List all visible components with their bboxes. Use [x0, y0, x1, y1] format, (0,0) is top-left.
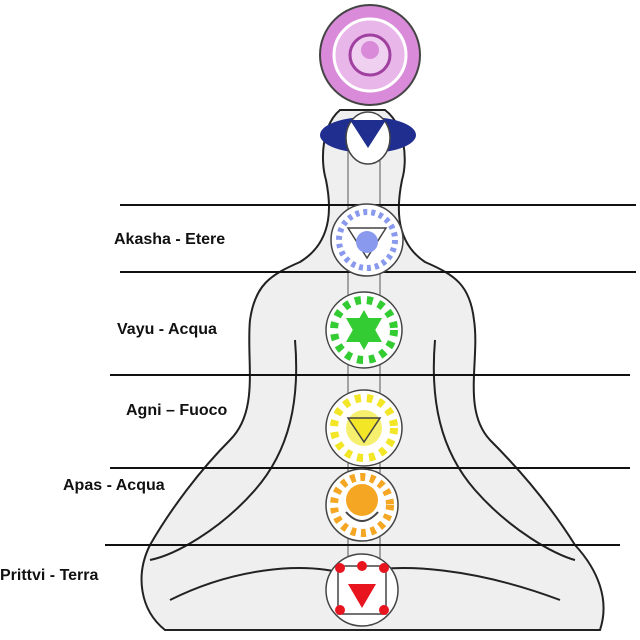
meditating-figure-outline [140, 109, 605, 631]
akasha-label: Akasha - Etere [114, 231, 226, 248]
right-arm-outline [432, 339, 576, 561]
vayu-label: Vayu - Acqua [117, 321, 217, 338]
crown-chakra [319, 4, 421, 106]
prittvi-label: Prittvi - Terra [0, 567, 99, 584]
throat-chakra [330, 203, 404, 277]
root-chakra [325, 553, 399, 627]
third-eye-chakra [320, 111, 416, 165]
heart-chakra [325, 291, 403, 369]
agni-label: Agni – Fuoco [126, 402, 228, 419]
left-arm-outline [149, 339, 298, 561]
apas-label: Apas - Acqua [63, 477, 165, 494]
sacral-chakra [325, 468, 399, 542]
solar-plexus-chakra [325, 389, 403, 467]
